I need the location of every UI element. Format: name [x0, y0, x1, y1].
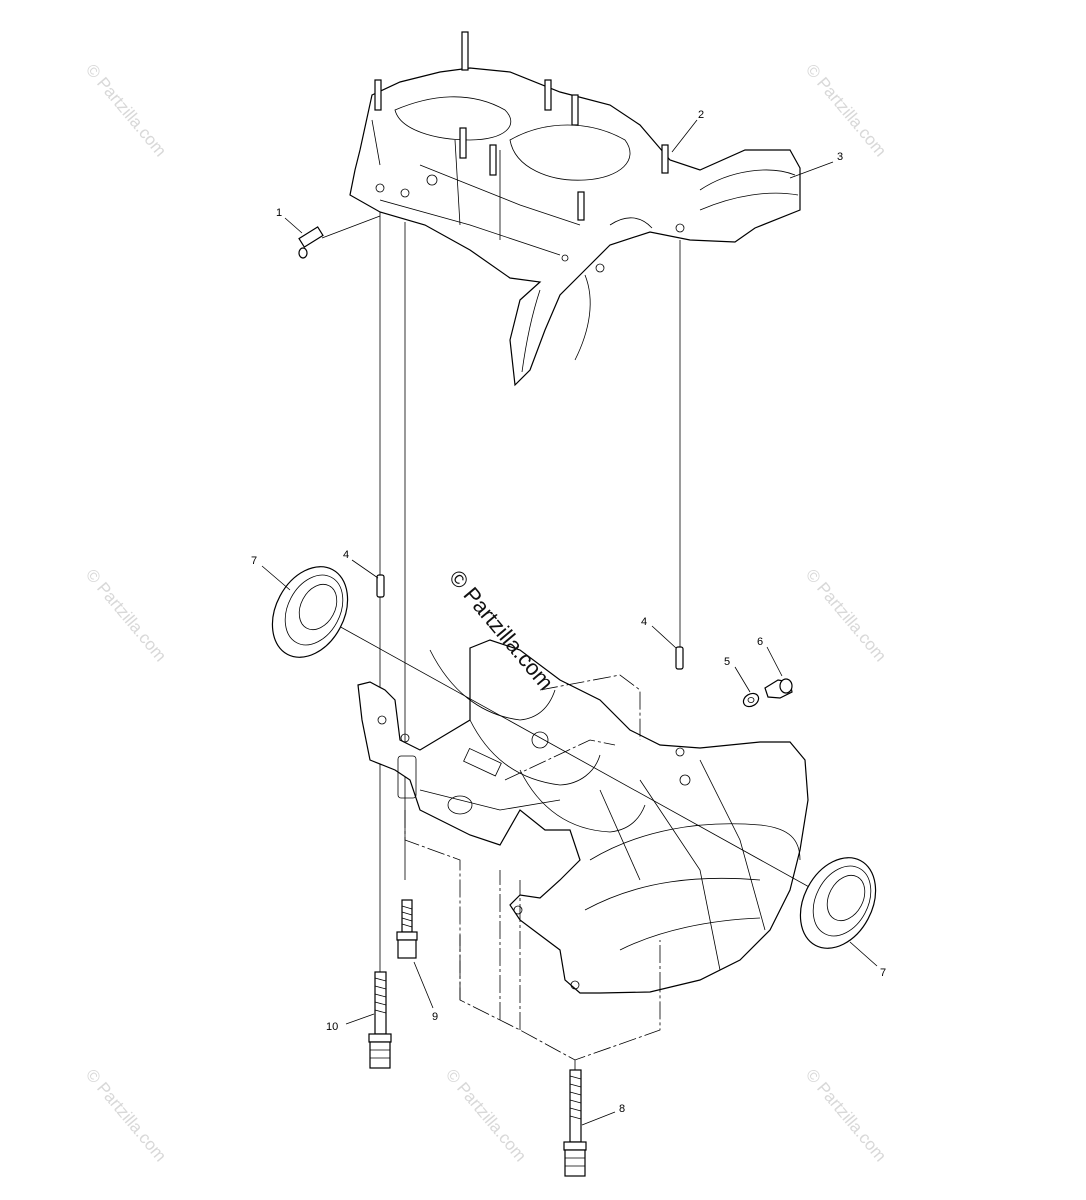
oil-seal-part-7-right: [799, 857, 877, 949]
callout-4-right: 4: [641, 616, 647, 628]
watermark-bottom-right: © Partzilla.com: [802, 1065, 890, 1165]
bolt-part-8: [563, 1069, 587, 1177]
callout-7-left: 7: [251, 555, 257, 567]
lower-crankcase: [357, 639, 809, 994]
callout-labels: 1 2 3 4 4 5 6 7 7 8 9 10: [251, 109, 886, 1115]
dowel-pin-part-4-right: [675, 646, 684, 670]
seal-axis-line: [309, 609, 839, 904]
dowel-pin-part-1: [298, 226, 324, 259]
watermark-top-right: © Partzilla.com: [802, 60, 890, 160]
watermark-mid-right: © Partzilla.com: [802, 565, 890, 665]
cylinder-studs: [374, 31, 669, 221]
upper-crankcase: [349, 31, 801, 387]
oil-seal-part-7-left: [271, 566, 349, 658]
bolt-part-9: [396, 899, 418, 959]
watermark-bottom-left: © Partzilla.com: [82, 1065, 170, 1165]
washer-part-5: [742, 692, 760, 708]
callout-1: 1: [276, 207, 282, 219]
callout-leaders: [261, 119, 878, 1126]
callout-4-left: 4: [343, 549, 349, 561]
watermark-top-left: © Partzilla.com: [82, 60, 170, 160]
callout-3: 3: [837, 151, 843, 163]
callout-10: 10: [326, 1021, 338, 1033]
drain-plug-part-6: [764, 678, 793, 699]
watermark-bottom-center: © Partzilla.com: [442, 1065, 530, 1165]
phantom-reference-outline: [404, 674, 661, 1090]
bolt-part-10: [368, 971, 392, 1069]
watermark-mid-left: © Partzilla.com: [82, 565, 170, 665]
callout-5: 5: [724, 656, 730, 668]
callout-6: 6: [757, 636, 763, 648]
dowel-pin-part-4-left: [376, 574, 385, 598]
callout-7-right: 7: [880, 967, 886, 979]
callout-8: 8: [619, 1103, 625, 1115]
callout-2: 2: [698, 109, 704, 121]
callout-9: 9: [432, 1011, 438, 1023]
